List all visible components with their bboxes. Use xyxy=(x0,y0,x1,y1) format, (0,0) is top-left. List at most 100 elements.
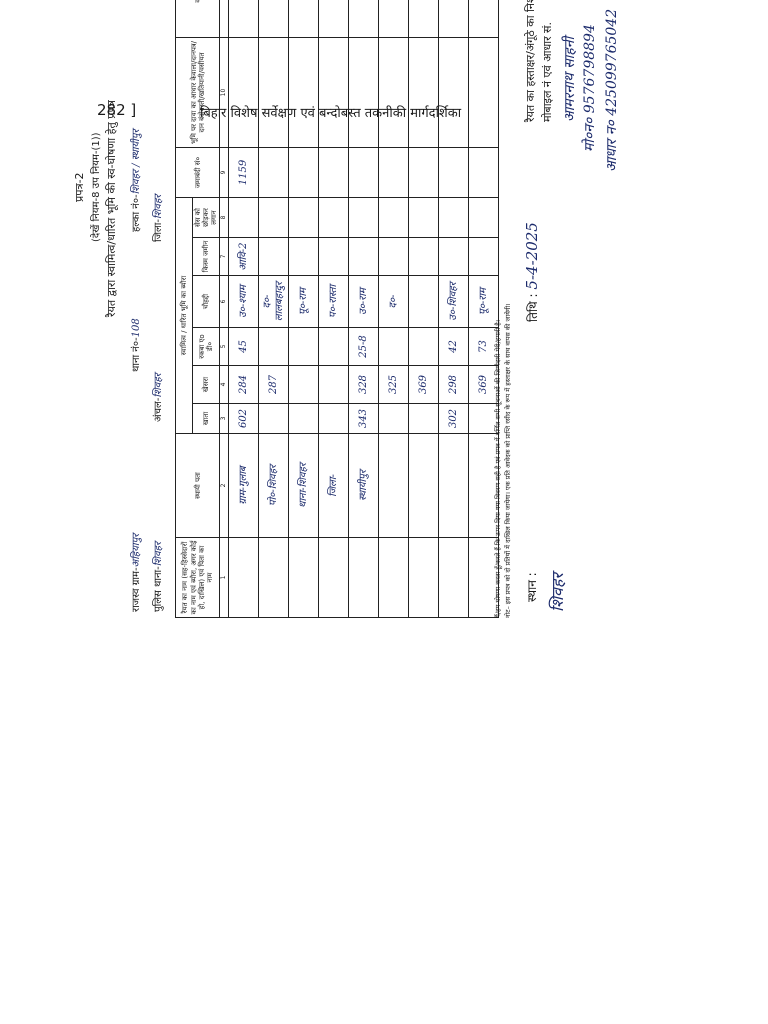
cell-lagaan xyxy=(318,197,349,238)
cell-khata xyxy=(288,403,319,434)
cell-kisim xyxy=(438,237,469,276)
cell-jamabandi xyxy=(408,147,439,198)
cell-remarks xyxy=(258,0,289,38)
halka-value: शिवहर / स्थायीपुर xyxy=(131,129,142,195)
mobile-number: मो०न० 9576798894 xyxy=(582,24,598,152)
cell-lagaan xyxy=(288,197,319,238)
cell-chauhaddi xyxy=(408,275,439,328)
district-field: जिला-शिवहर xyxy=(150,195,164,242)
column-number: 2 xyxy=(219,433,229,538)
rotated-form-sheet: प्रपत्र-2 (देखें नियम-8 उप नियम-(1)) रैय… xyxy=(68,0,620,618)
column-number: 9 xyxy=(219,147,229,198)
col-header-kisim: किस्म जमीन xyxy=(192,237,220,276)
cell-chauhaddi: पू०-राम xyxy=(288,275,319,328)
cell-address xyxy=(378,433,409,538)
anchal-label: अंचल- xyxy=(153,397,164,422)
cell-basis xyxy=(288,37,319,148)
rule-reference: (देखें नियम-8 उप नियम-(1)) xyxy=(91,132,102,242)
cell-remarks xyxy=(468,0,499,38)
table-row: थाना-शिवहर पू०-राम xyxy=(288,0,319,618)
signature-label: रैयत का हस्ताक्षर/अंगूठे का निशान xyxy=(524,0,537,122)
signature-name: आमरनाथ साहनी xyxy=(562,36,578,122)
cell-khesra: 369 xyxy=(408,365,439,404)
column-number: 10 xyxy=(219,37,229,148)
revenue-village-label: राजस्व ग्राम- xyxy=(131,567,142,612)
cell-khata xyxy=(318,403,349,434)
police-station-field: पुलिस थाना-शिवहर xyxy=(150,542,164,612)
table-row: 369 xyxy=(408,0,439,618)
cell-khesra: 328 xyxy=(348,365,379,404)
column-number-row: 1 2 3 4 5 6 7 8 9 10 11 xyxy=(219,0,229,618)
cell-rakba xyxy=(318,327,349,366)
cell-lagaan xyxy=(438,197,469,238)
cell-jamabandi xyxy=(318,147,349,198)
declaration-note: मैं/हम घोषणा करता हूँ/करते हैं कि ऊपर दि… xyxy=(494,319,502,618)
cell-lagaan xyxy=(408,197,439,238)
cell-kisim xyxy=(288,237,319,276)
cell-address: थाना-शिवहर xyxy=(288,433,319,538)
thana-number-label: थाना नं०- xyxy=(131,337,142,372)
book-title: बिहार विशेष सर्वेक्षण एवं बन्दोबस्त तकनी… xyxy=(200,106,462,121)
place-label: स्थान : xyxy=(525,572,539,602)
date-value: 5-4-2025 xyxy=(523,222,541,290)
cell-remarks xyxy=(348,0,379,38)
cell-name xyxy=(258,537,289,618)
cell-name xyxy=(348,537,379,618)
column-number: 3 xyxy=(219,403,229,434)
cell-basis xyxy=(258,37,289,148)
cell-basis xyxy=(438,37,469,148)
cell-khesra xyxy=(288,365,319,404)
date-field: तिथि : 5-4-2025 xyxy=(523,222,541,322)
cell-rakba: 45 xyxy=(228,327,259,366)
cell-khata xyxy=(258,403,289,434)
cell-kisim xyxy=(348,237,379,276)
cell-khata xyxy=(378,403,409,434)
date-label: तिथि : xyxy=(526,293,540,322)
cell-lagaan xyxy=(228,197,259,238)
cell-chauhaddi: द०-लालबहादुर xyxy=(258,275,289,328)
cell-chauhaddi: उ०-शिवहर xyxy=(438,275,469,328)
col-header-address: स्थायी पता xyxy=(175,433,220,538)
column-number: 6 xyxy=(219,275,229,328)
halka-field: हल्का नं०-शिवहर / स्थायीपुर xyxy=(128,129,142,232)
form-title: प्रपत्र-2 xyxy=(73,172,86,202)
cell-kisim xyxy=(318,237,349,276)
police-station-label: पुलिस थाना- xyxy=(153,566,164,612)
cell-khata: 343 xyxy=(348,403,379,434)
column-number: 4 xyxy=(219,365,229,404)
cell-rakba xyxy=(288,327,319,366)
cell-khesra: 298 xyxy=(438,365,469,404)
cell-name xyxy=(408,537,439,618)
cell-khata: 602 xyxy=(228,403,259,434)
district-label: जिला- xyxy=(153,219,164,242)
cell-chauhaddi: उ०-श्याम xyxy=(228,275,259,328)
cell-remarks xyxy=(408,0,439,38)
cell-jamabandi xyxy=(348,147,379,198)
form-subtitle: रैयत द्वारा स्वामित्व/धारित भूमि की स्व-… xyxy=(105,100,118,317)
revenue-village-value: अहियापुर xyxy=(131,533,142,568)
aadhaar-number: आधार न० 425099765042 xyxy=(604,8,620,172)
col-header-raiyat-name: रैयत का नाम (सह-हिस्सेदारों का नाम एवं ब… xyxy=(175,537,220,618)
page-number: 282 ] xyxy=(97,101,137,119)
cell-chauhaddi: प०-रास्ता xyxy=(318,275,349,328)
anchal-value: शिवहर xyxy=(153,373,164,398)
cell-basis xyxy=(228,37,259,148)
col-header-rakba: रकबा एo डी० xyxy=(192,327,220,366)
cell-address: जिला- xyxy=(318,433,349,538)
cell-remarks xyxy=(438,0,469,38)
cell-remarks xyxy=(288,0,319,38)
cell-jamabandi xyxy=(378,147,409,198)
column-number: 5 xyxy=(219,327,229,366)
table-row: जिला- प०-रास्ता xyxy=(318,0,349,618)
cell-lagaan xyxy=(348,197,379,238)
land-declaration-table: रैयत का नाम (सह-हिस्सेदारों का नाम एवं ब… xyxy=(175,0,499,618)
cell-remarks xyxy=(378,0,409,38)
mobile-aadhaar-label: मोबाइल नं एवं आधार सं. xyxy=(541,22,554,122)
col-header-lagaan: सेस को छोड़कर लगान xyxy=(192,197,220,238)
cell-kisim xyxy=(468,237,499,276)
cell-kisim xyxy=(258,237,289,276)
